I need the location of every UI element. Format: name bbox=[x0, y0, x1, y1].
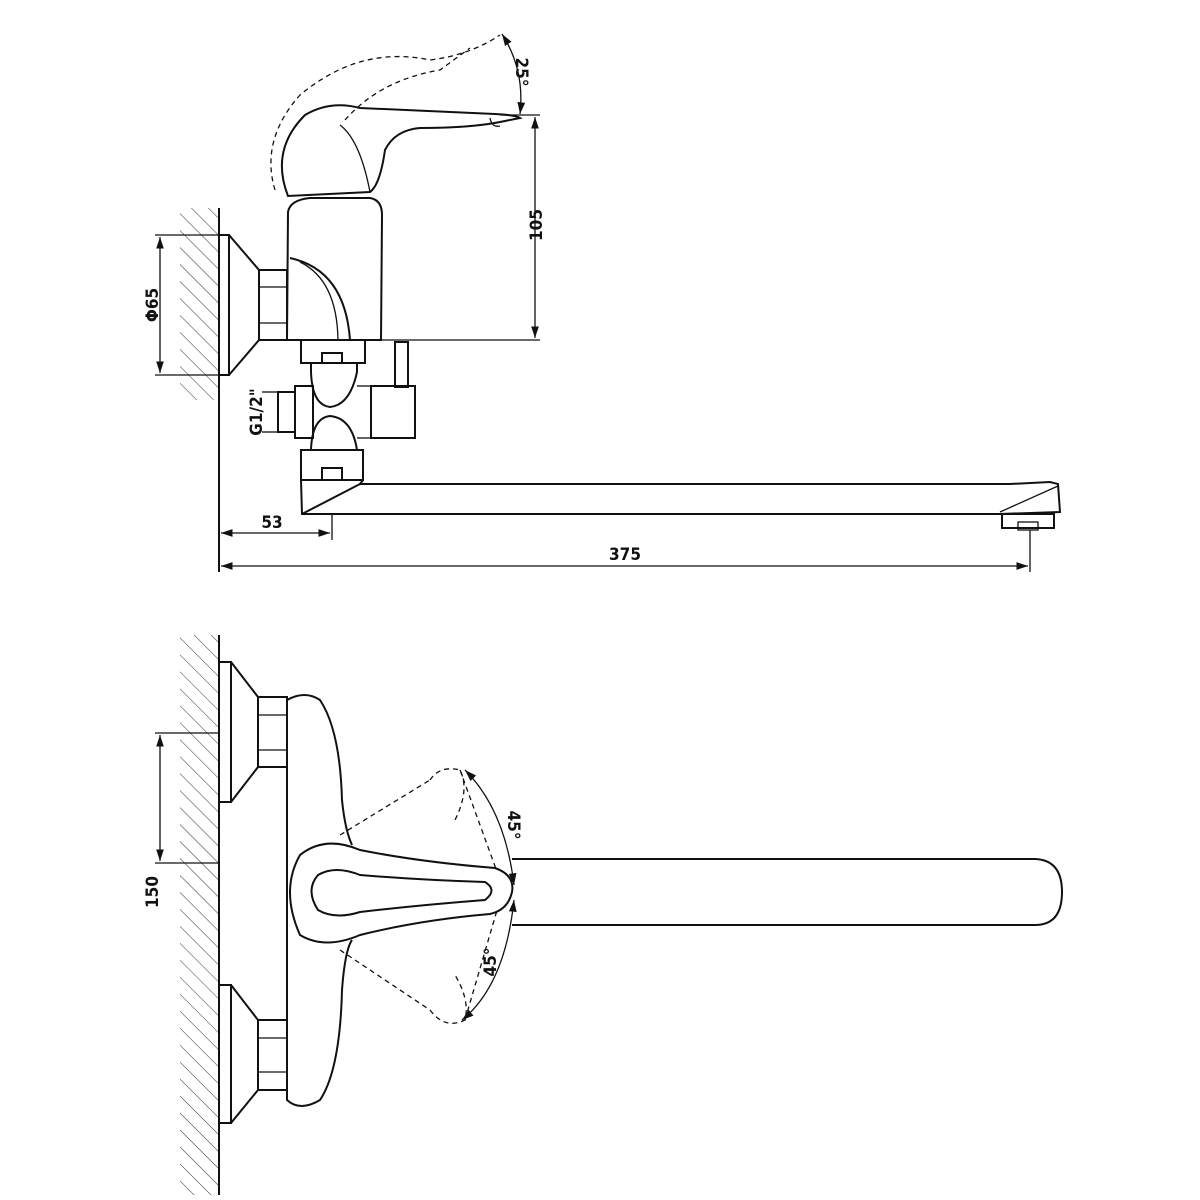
wall-hatching bbox=[180, 208, 218, 400]
dim-inlet-spacing-150: 150 bbox=[143, 876, 163, 908]
side-view: 105 25° Φ65 G1/2" 53 375 bbox=[143, 33, 1062, 572]
top-dimensions: 150 45° 45° bbox=[143, 732, 523, 1021]
top-view: 150 45° 45° bbox=[143, 635, 1064, 1195]
dim-wall-to-spout-53: 53 bbox=[261, 513, 282, 533]
upper-flange bbox=[218, 661, 288, 803]
spout-side bbox=[300, 479, 1062, 531]
dim-flange-diameter: Φ65 bbox=[143, 288, 163, 322]
hex-nut bbox=[258, 269, 288, 341]
lever-top bbox=[289, 768, 514, 1024]
side-dimensions: 105 25° Φ65 G1/2" 53 375 bbox=[143, 33, 1031, 572]
mixer-body bbox=[285, 197, 384, 341]
wall-flange bbox=[218, 234, 288, 376]
dim-height-105: 105 bbox=[527, 209, 547, 241]
lever-handle bbox=[270, 34, 523, 198]
dim-lever-angle-down-45: 45° bbox=[481, 948, 501, 977]
dim-lever-angle-25: 25° bbox=[511, 58, 531, 87]
diverter-assembly bbox=[277, 339, 416, 481]
dim-thread-size: G1/2" bbox=[247, 388, 267, 435]
wall-hatching bbox=[180, 635, 218, 1195]
mixer-body-top bbox=[286, 694, 353, 1107]
dim-spout-reach-375: 375 bbox=[609, 545, 641, 565]
spout-top bbox=[512, 858, 1064, 926]
aerator bbox=[1001, 513, 1055, 529]
dim-lever-angle-up-45: 45° bbox=[503, 811, 523, 840]
lower-flange bbox=[218, 984, 288, 1124]
